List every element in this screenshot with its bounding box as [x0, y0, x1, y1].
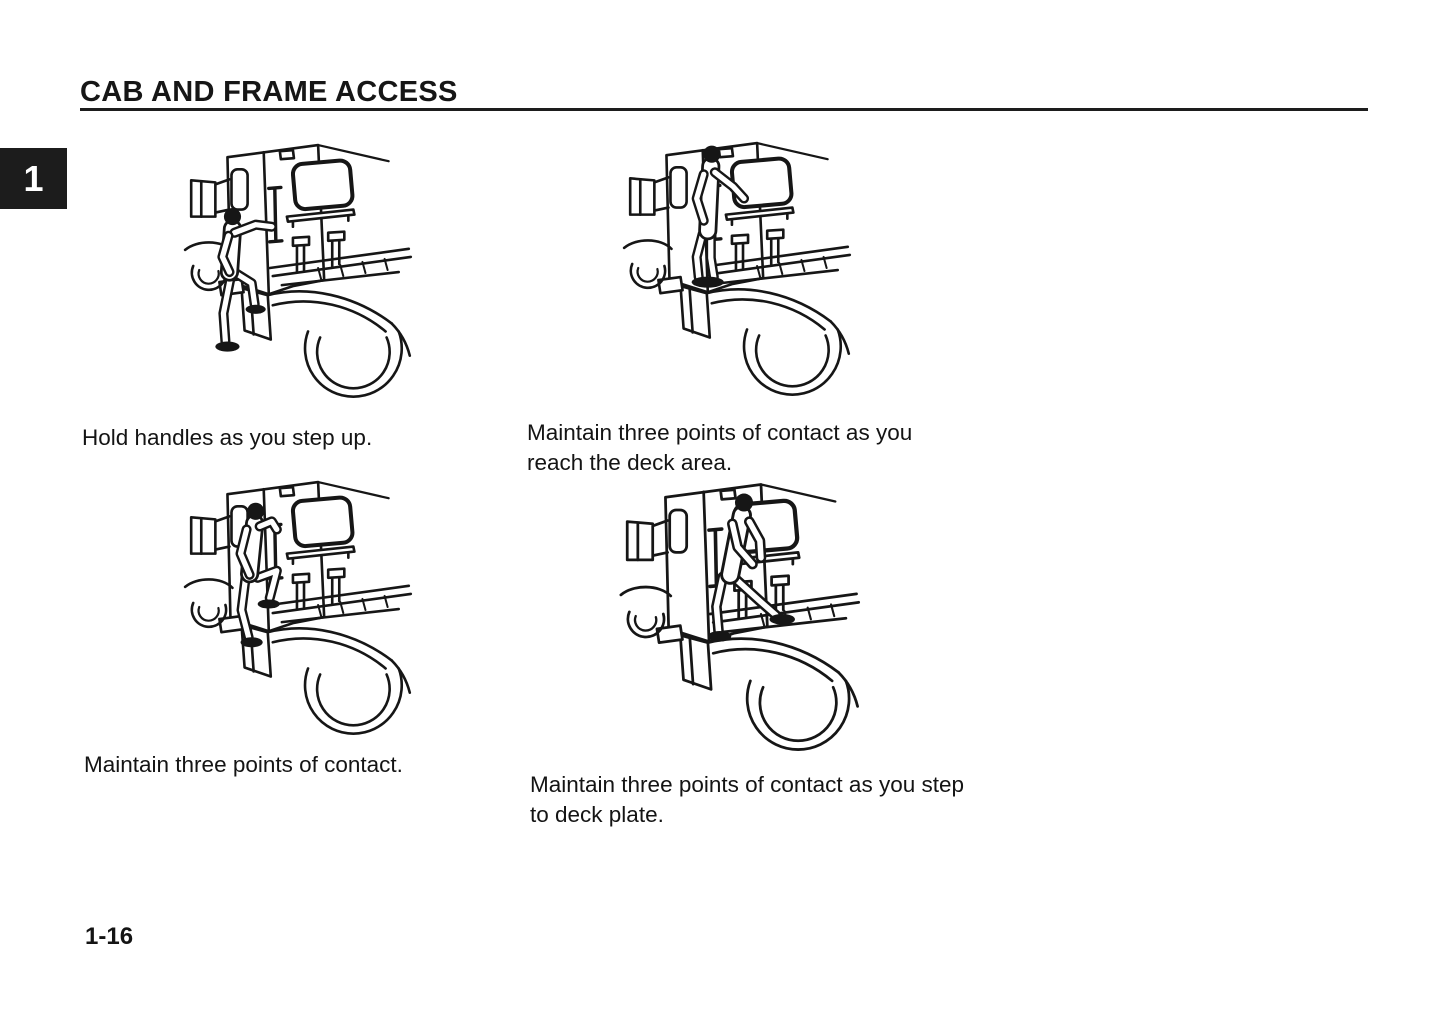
figure-step-to-deck [606, 466, 882, 762]
person-figure [215, 208, 277, 352]
person-figure [235, 502, 282, 648]
figure-three-points [168, 469, 436, 741]
truck-climb-illustration-2 [607, 130, 875, 402]
figure-reach-deck [607, 130, 875, 402]
page-number: 1-16 [85, 923, 134, 950]
person-figure [691, 145, 750, 288]
person-head [223, 208, 242, 226]
figure-caption-2: Maintain three points of contact as you … [527, 420, 913, 475]
person-figure [707, 493, 795, 642]
truck-climb-illustration-3 [168, 469, 436, 741]
figure-caption-4: Maintain three points of contact as you … [530, 772, 965, 827]
person-head [734, 493, 754, 512]
truck-climb-illustration-4 [606, 466, 882, 762]
chapter-tab-number: 1 [23, 157, 44, 199]
truck-climb-illustration-1 [168, 132, 436, 404]
chapter-tab: 1 [0, 148, 67, 209]
person-head [703, 145, 721, 163]
figure-caption-3: Maintain three points of contact. [84, 752, 403, 777]
title-underline [80, 108, 1368, 111]
person-head [247, 502, 265, 520]
figure-step-up [168, 132, 436, 404]
figure-caption-1: Hold handles as you step up. [82, 425, 373, 450]
page-title: CAB AND FRAME ACCESS [80, 76, 458, 108]
